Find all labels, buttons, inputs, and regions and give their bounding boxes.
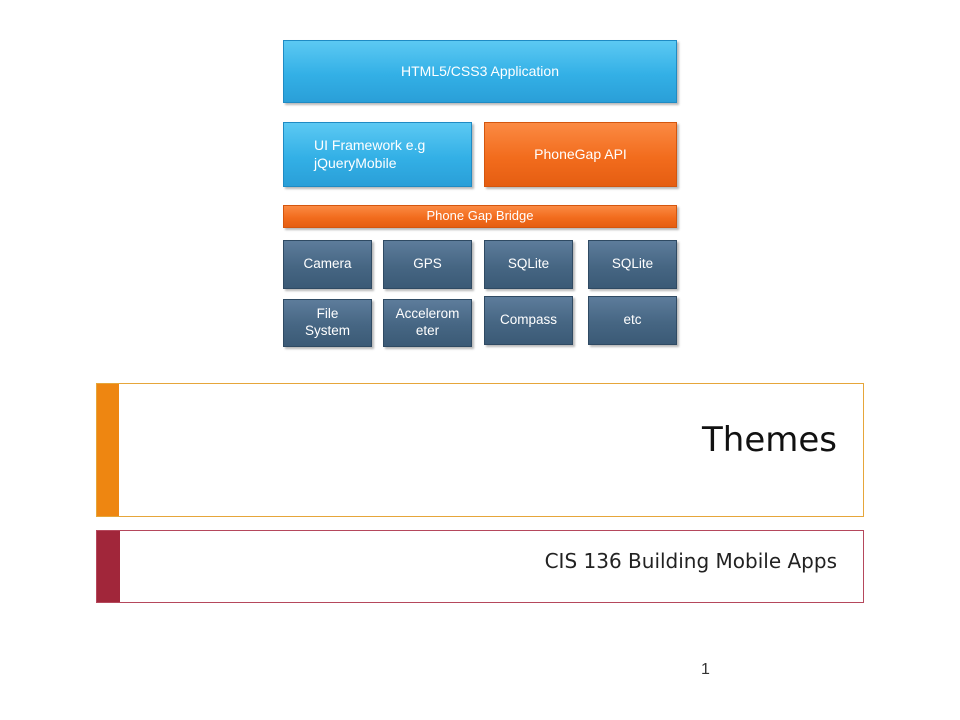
module-etc-block: etc	[588, 296, 677, 345]
app-layer-block: HTML5/CSS3 Application	[283, 40, 677, 103]
title-accent-bar	[97, 384, 119, 516]
module-accelerometer-block: Accelerom eter	[383, 299, 472, 347]
module-sqlite-2-block: SQLite	[588, 240, 677, 289]
module-sqlite-block: SQLite	[484, 240, 573, 289]
page-number: 1	[701, 661, 710, 678]
module-gps-block: GPS	[383, 240, 472, 289]
ui-framework-block: UI Framework e.g jQueryMobile	[283, 122, 472, 187]
phonegap-bridge-block: Phone Gap Bridge	[283, 205, 677, 228]
subtitle-box: CIS 136 Building Mobile Apps	[96, 530, 864, 603]
slide-subtitle: CIS 136 Building Mobile Apps	[544, 549, 837, 573]
slide-title: Themes	[702, 420, 837, 460]
title-box: Themes	[96, 383, 864, 517]
module-camera-block: Camera	[283, 240, 372, 289]
phonegap-api-block: PhoneGap API	[484, 122, 677, 187]
subtitle-accent-bar	[97, 531, 120, 602]
module-compass-block: Compass	[484, 296, 573, 345]
module-file-system-block: File System	[283, 299, 372, 347]
